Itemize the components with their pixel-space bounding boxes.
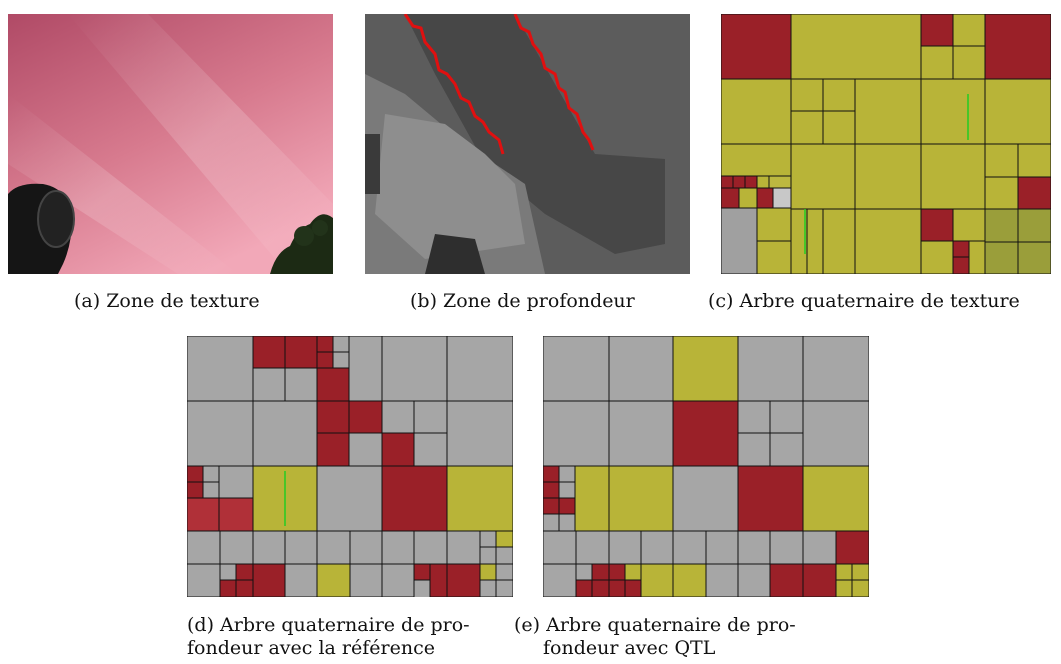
depth-quadtree-reference-image xyxy=(187,336,513,597)
panel-texture-quadtree xyxy=(721,14,1051,274)
depth-quadtree-qtl-image xyxy=(543,336,869,597)
caption-a: (a) Zone de texture xyxy=(74,290,260,312)
panel-depth-quadtree-qtl xyxy=(543,336,869,597)
caption-c: (c) Arbre quaternaire de texture xyxy=(708,290,1020,312)
panel-depth-quadtree-reference xyxy=(187,336,513,597)
caption-e-line2: fondeur avec QTL xyxy=(543,637,716,659)
caption-d-line1: (d) Arbre quaternaire de pro- xyxy=(187,614,470,636)
panel-depth-image xyxy=(365,14,690,274)
depth-image xyxy=(365,14,690,274)
caption-d-line2: fondeur avec la référence xyxy=(187,637,435,659)
caption-b: (b) Zone de profondeur xyxy=(410,290,635,312)
texture-image xyxy=(8,14,333,274)
caption-e-line1: (e) Arbre quaternaire de pro- xyxy=(514,614,796,636)
panel-texture-image xyxy=(8,14,333,274)
texture-quadtree-image xyxy=(721,14,1051,274)
